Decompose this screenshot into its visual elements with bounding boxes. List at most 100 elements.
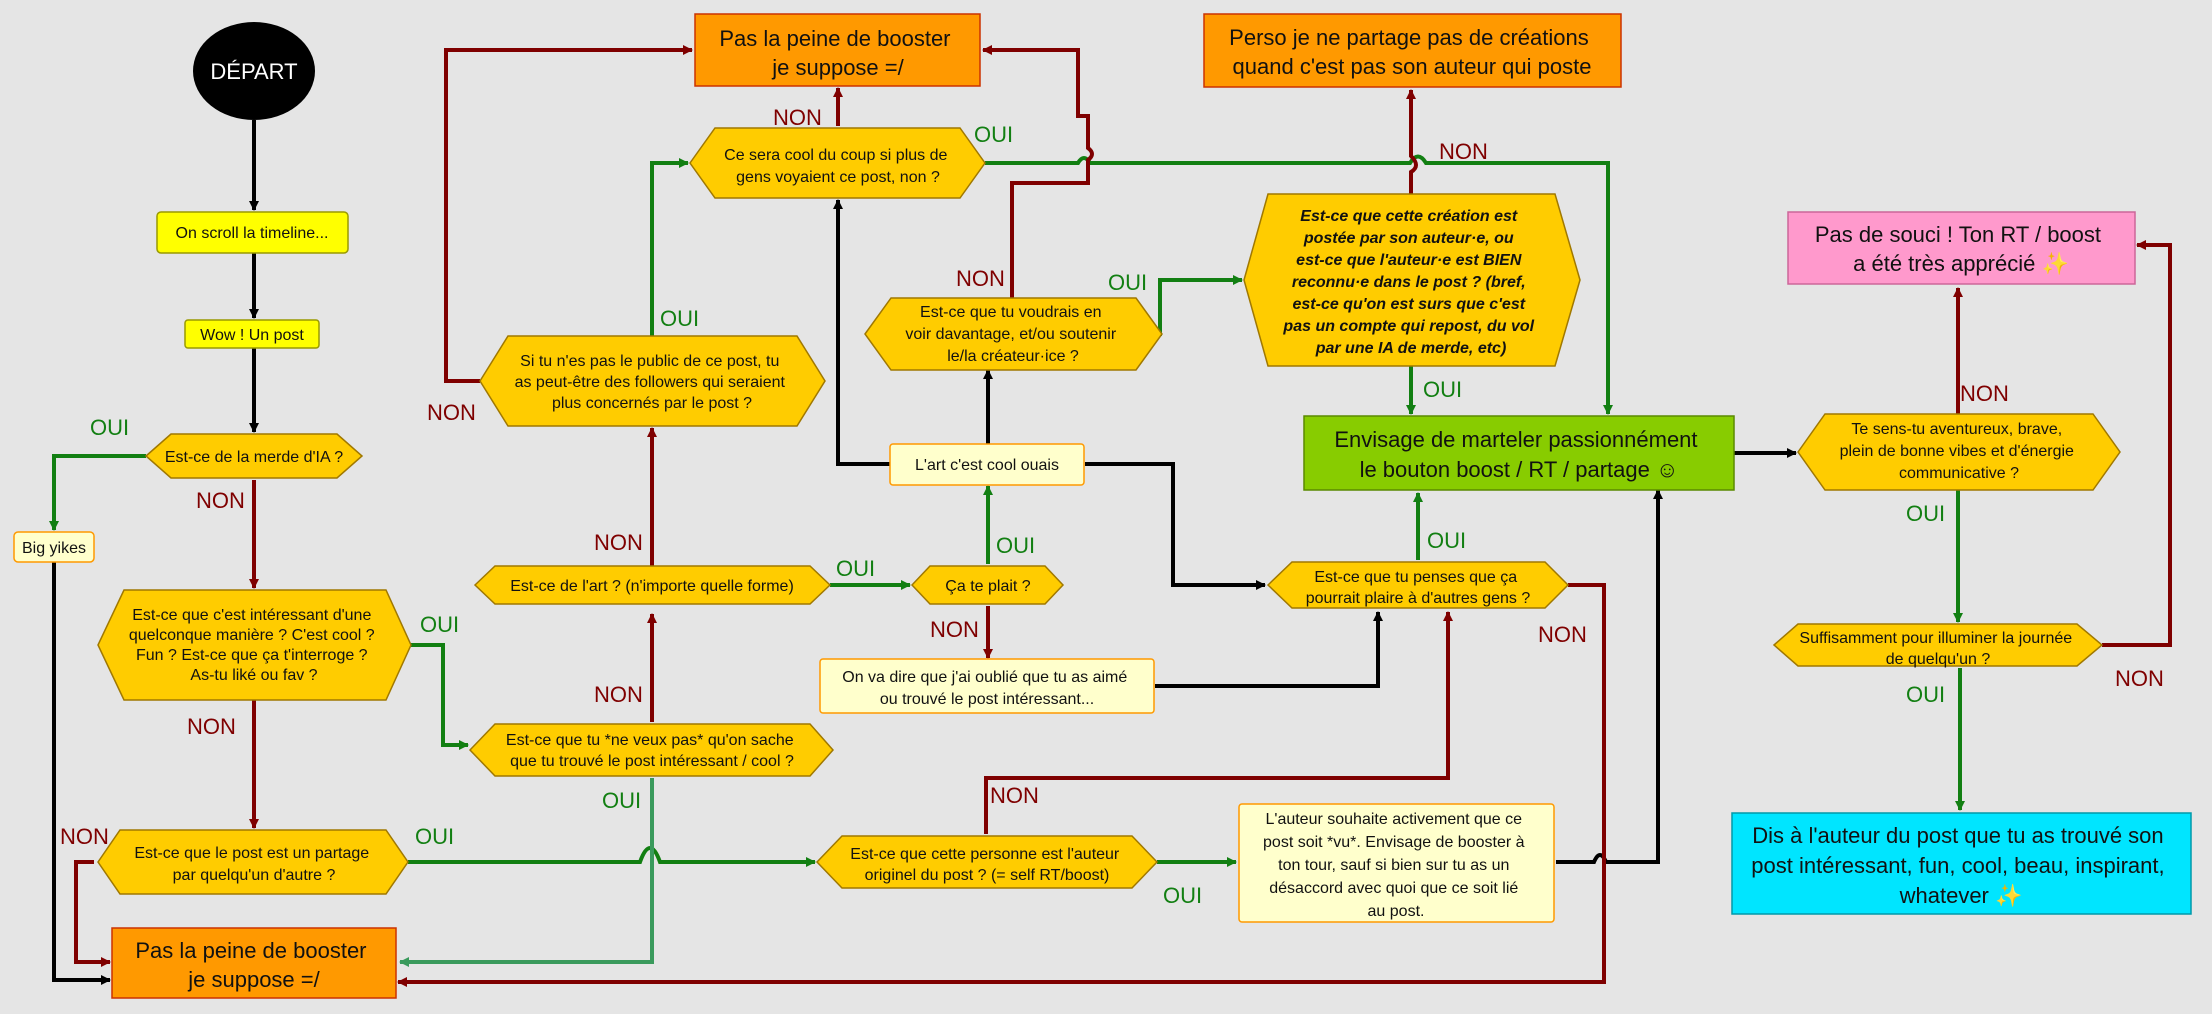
node-yikes-label: Big yikes xyxy=(22,540,86,557)
node-ne-veux-pas-line-1: Est-ce que tu *ne veux pas* qu'on sache xyxy=(506,732,794,749)
node-aventureux-label: Te sens-tu aventureux, brave, plein de b… xyxy=(1840,421,2079,482)
node-interessant-line-3: Fun ? Est-ce que ça t'interroge ? xyxy=(136,647,368,664)
node-interessant-line-4: As-tu liké ou fav ? xyxy=(190,667,317,684)
node-creation-line-1: Est-ce que cette création est xyxy=(1300,208,1518,225)
node-creation-line-4: reconnu·e dans le post ? (bref, xyxy=(1292,274,1526,291)
node-voudrais-label: Est-ce que tu voudrais en voir davantage… xyxy=(905,304,1120,365)
node-creation: Est-ce que cette création est postée par… xyxy=(1243,193,1581,367)
node-cool-plus-line-2: gens voyaient ce post, non ? xyxy=(736,169,940,186)
connectors xyxy=(49,45,2172,987)
node-partage-autre-label: Est-ce que le post est un partage par qu… xyxy=(134,845,373,884)
node-auteur-originel-label: Est-ce que cette personne est l'auteur o… xyxy=(850,846,1123,884)
node-depart-label: DÉPART xyxy=(210,59,297,84)
node-envisage-line-1: Envisage de marteler passionnément xyxy=(1334,427,1697,452)
node-creation-line-6: pas un compte qui repost, du vol xyxy=(1282,318,1534,335)
node-ne-veux-pas-label: Est-ce que tu *ne veux pas* qu'on sache … xyxy=(506,732,798,770)
node-creation-label: Est-ce que cette création est postée par… xyxy=(1282,208,1538,357)
arrow-illuminer-passouci xyxy=(2102,240,2172,647)
arrow-souhaite-envisage xyxy=(1556,489,1663,864)
label-non-aventureux: NON xyxy=(1960,381,2009,406)
node-perso: Perso je ne partage pas de créations qua… xyxy=(1203,13,1622,88)
node-public-line-3: plus concernés par le post ? xyxy=(552,395,752,412)
node-aventureux-line-3: communicative ? xyxy=(1899,465,2019,482)
label-oui-illuminer: OUI xyxy=(1906,682,1945,707)
label-non-interessant: NON xyxy=(187,714,236,739)
node-oublie-line-2: ou trouvé le post intéressant... xyxy=(880,691,1094,708)
node-illuminer-line-2: de quelqu'un ? xyxy=(1886,651,1991,668)
label-oui-creation: OUI xyxy=(1423,377,1462,402)
node-auteur-souhaite-label: L'auteur souhaite activement que ce post… xyxy=(1263,811,1529,920)
label-oui-aventureux: OUI xyxy=(1906,501,1945,526)
node-pas-souci-line-2: a été très apprécié ✨ xyxy=(1853,251,2069,276)
label-non-caplait: NON xyxy=(930,617,979,642)
node-oublie-label: On va dire que j'ai oublié que tu as aim… xyxy=(842,669,1131,708)
node-wow-label: Wow ! Un post xyxy=(200,327,304,344)
node-interessant-line-1: Est-ce que c'est intéressant d'une xyxy=(132,607,371,624)
node-auteur-originel: Est-ce que cette personne est l'auteur o… xyxy=(815,835,1159,889)
arrow-creation-perso xyxy=(1406,89,1418,194)
node-voudrais-line-3: le/la créateur·ice ? xyxy=(947,348,1079,365)
label-oui-penses: OUI xyxy=(1427,528,1466,553)
node-creation-line-2: postée par son auteur·e, ou xyxy=(1303,230,1514,247)
node-dis-auteur-line-1: Dis à l'auteur du post que tu as trouvé … xyxy=(1752,823,2163,848)
label-oui-interessant: OUI xyxy=(420,612,459,637)
label-non-art: NON xyxy=(594,530,643,555)
node-pas-peine-haut-line-2: je suppose =/ xyxy=(771,55,904,80)
label-non-partage: NON xyxy=(60,824,109,849)
label-non-illuminer: NON xyxy=(2115,666,2164,691)
node-interessant-line-2: quelconque manière ? C'est cool ? xyxy=(129,627,375,644)
node-perso-line-1: Perso je ne partage pas de créations xyxy=(1229,25,1589,50)
node-ia-label: Est-ce de la merde d'IA ? xyxy=(165,449,343,466)
label-oui-coolplus: OUI xyxy=(974,122,1013,147)
node-penses: Est-ce que tu penses que ça pourrait pla… xyxy=(1266,561,1570,609)
arrow-voudrais-pas-peine-haut xyxy=(982,45,1094,298)
edge-labels: OUI NON OUI NON NON OUI OUI NON NON OUI … xyxy=(60,105,2164,908)
node-penses-line-1: Est-ce que tu penses que ça xyxy=(1314,569,1517,586)
node-pas-souci-line-1: Pas de souci ! Ton RT / boost xyxy=(1815,222,2101,247)
node-aventureux-line-1: Te sens-tu aventureux, brave, xyxy=(1851,421,2062,438)
label-non-public: NON xyxy=(427,400,476,425)
label-non-ia: NON xyxy=(196,488,245,513)
node-penses-label: Est-ce que tu penses que ça pourrait pla… xyxy=(1306,569,1531,607)
node-art: Est-ce de l'art ? (n'importe quelle form… xyxy=(473,565,832,605)
node-interessant-label: Est-ce que c'est intéressant d'une quelc… xyxy=(129,607,379,684)
label-non-penses: NON xyxy=(1538,622,1587,647)
node-public-line-2: as peut-être des followers qui seraient xyxy=(515,374,786,391)
node-interessant: Est-ce que c'est intéressant d'une quelc… xyxy=(97,589,412,701)
label-oui-originel: OUI xyxy=(1163,883,1202,908)
arrow-oublie-penses xyxy=(1155,611,1383,688)
node-creation-line-3: est-ce que l'auteur·e est BIEN xyxy=(1296,252,1522,269)
node-perso-label: Perso je ne partage pas de créations qua… xyxy=(1229,25,1595,79)
node-ca-plait-label: Ça te plait ? xyxy=(945,578,1030,595)
node-aventureux: Te sens-tu aventureux, brave, plein de b… xyxy=(1797,413,2121,491)
arrow-penses-pas-peine xyxy=(397,583,1606,987)
node-oublie: On va dire que j'ai oublié que tu as aim… xyxy=(819,658,1155,714)
arrow-public-pas-peine-haut xyxy=(444,45,693,383)
arrow-voudrais-creation xyxy=(1158,275,1243,336)
node-illuminer-label: Suffisamment pour illuminer la journée d… xyxy=(1799,630,2076,668)
node-illuminer: Suffisamment pour illuminer la journée d… xyxy=(1772,623,2104,668)
node-public: Si tu n'es pas le public de ce post, tu … xyxy=(479,335,826,427)
arrow-yikes-pas-peine xyxy=(52,562,111,985)
arrow-interessant-neveuxpas xyxy=(411,643,469,750)
node-pas-peine-bas: Pas la peine de booster je suppose =/ xyxy=(111,927,397,999)
node-partage-autre-line-1: Est-ce que le post est un partage xyxy=(134,845,369,862)
arrow-partage-originel xyxy=(408,846,816,867)
node-cool-plus-label: Ce sera cool du coup si plus de gens voy… xyxy=(724,147,952,186)
node-art-cool: L'art c'est cool ouais xyxy=(889,443,1085,486)
arrow-public-coolplus xyxy=(650,158,689,336)
node-pas-peine-bas-label: Pas la peine de booster je suppose =/ xyxy=(135,938,372,992)
node-illuminer-line-1: Suffisamment pour illuminer la journée xyxy=(1799,630,2072,647)
node-ne-veux-pas-line-2: que tu trouvé le post intéressant / cool… xyxy=(510,753,794,770)
node-art-cool-label: L'art c'est cool ouais xyxy=(915,457,1059,474)
node-envisage-label: Envisage de marteler passionnément le bo… xyxy=(1334,427,1703,482)
node-depart: DÉPART xyxy=(193,22,315,120)
arrow-ia-yikes xyxy=(49,454,146,531)
node-ia: Est-ce de la merde d'IA ? xyxy=(144,433,364,479)
node-scroll-label: On scroll la timeline... xyxy=(176,225,329,242)
node-pas-peine-haut-line-1: Pas la peine de booster xyxy=(719,26,950,51)
node-voudrais-line-2: voir davantage, et/ou soutenir xyxy=(905,326,1116,343)
node-auteur-originel-line-1: Est-ce que cette personne est l'auteur xyxy=(850,846,1120,863)
label-non-neveuxpas: NON xyxy=(594,682,643,707)
